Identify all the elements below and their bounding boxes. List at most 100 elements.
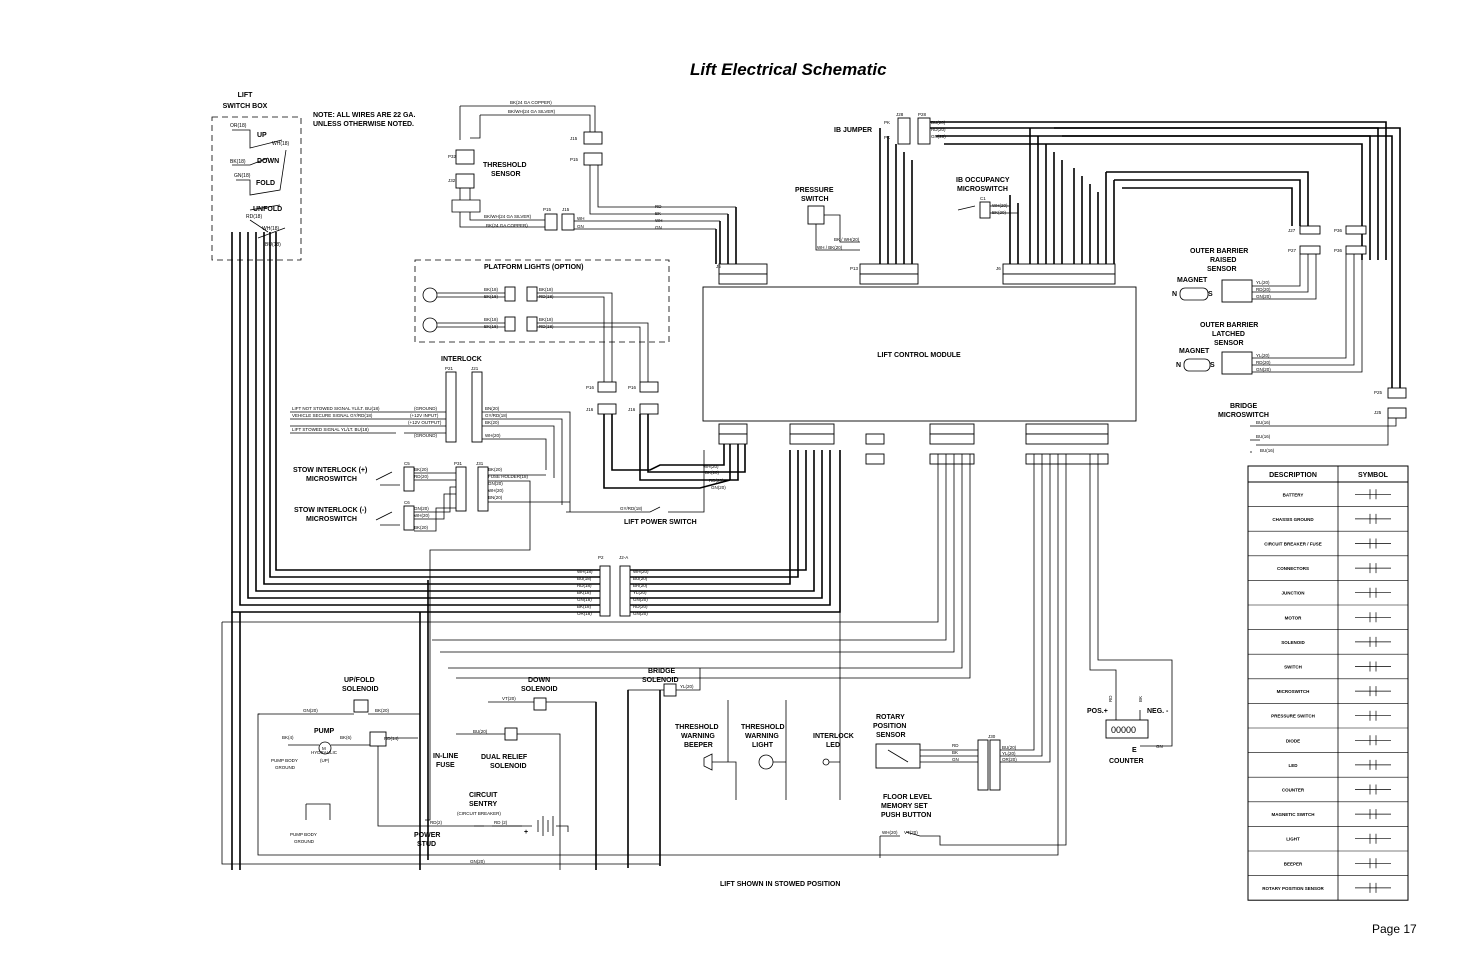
sw-wire-wh: WH(18): [272, 141, 290, 147]
note-line-1: NOTE: ALL WIRES ARE 22 GA.: [313, 112, 415, 119]
svg-text:BK(18): BK(18): [484, 294, 499, 299]
interlock-label: INTERLOCK: [441, 356, 482, 363]
svg-text:OUTER BARRIER: OUTER BARRIER: [1200, 322, 1258, 329]
legend-symbol-icon: [1355, 686, 1391, 697]
sw-fold-label: FOLD: [256, 180, 275, 187]
legend-symbol-icon: [1355, 784, 1391, 795]
svg-text:RD(18): RD(18): [539, 294, 554, 299]
legend-row-label: DIODE: [1286, 738, 1300, 743]
note-line-2: UNLESS OTHERWISE NOTED.: [313, 121, 414, 128]
svg-text:J30: J30: [988, 734, 996, 739]
svg-text:WH: WH: [577, 216, 585, 221]
svg-text:BK: BK: [1138, 696, 1143, 702]
svg-text:J15: J15: [570, 136, 578, 141]
svg-text:WH / BK(20): WH / BK(20): [817, 245, 843, 250]
upfold-solenoid: UP/FOLD SOLENOID GN(20) BK(20): [258, 630, 421, 715]
svg-text:BEEPER: BEEPER: [684, 742, 713, 749]
svg-text:CIRCUIT: CIRCUIT: [469, 792, 498, 799]
svg-text:P28: P28: [918, 112, 927, 117]
svg-text:FUSE HOLDER(18): FUSE HOLDER(18): [488, 474, 529, 479]
legend-symbol-icon: [1355, 563, 1391, 574]
threshold-sensor-label-1: THRESHOLD: [483, 162, 527, 169]
sw-wire-bu: BU(18): [265, 242, 281, 248]
svg-text:STUD: STUD: [417, 841, 436, 848]
legend-symbol-icon: [1355, 882, 1391, 893]
floor-memory-button: FLOOR LEVEL MEMORY SET PUSH BUTTON WH(20…: [879, 454, 1067, 858]
legend-row-label: BEEPER: [1284, 861, 1303, 866]
svg-text:GN(20): GN(20): [633, 611, 648, 616]
circuit-sentry: CIRCUIT SENTRY (CIRCUIT BREAKER) RD(2) R…: [414, 792, 569, 848]
lift-stowed-signal: LIFT STOWED SIGNAL YL/LT. BU(18): [292, 427, 369, 432]
svg-text:OUTER BARRIER: OUTER BARRIER: [1190, 248, 1248, 255]
svg-text:YL(20): YL(20): [633, 590, 647, 595]
svg-text:BK(18): BK(18): [577, 590, 592, 595]
stow-interlock: STOW INTERLOCK (+) MICROSWITCH STOW INTE…: [293, 461, 570, 821]
svg-text:YL(20): YL(20): [1256, 353, 1270, 358]
svg-text:N: N: [1172, 291, 1177, 298]
svg-text:J27: J27: [1288, 228, 1296, 233]
threshold-beeper: THRESHOLD WARNING BEEPER: [675, 700, 737, 800]
rotary-position-sensor: ROTARY POSITION SENSOR RD BK GN J30 BU(2…: [873, 454, 1051, 791]
sw-down-label: DOWN: [257, 158, 279, 165]
svg-text:S: S: [1210, 362, 1215, 369]
svg-text:J28: J28: [896, 112, 904, 117]
svg-text:SOLENOID: SOLENOID: [521, 686, 558, 693]
legend-symbol-icon: [1355, 538, 1391, 549]
svg-text:BK/WH(24 GA SILVER): BK/WH(24 GA SILVER): [508, 109, 556, 114]
legend-row-label: LED: [1289, 763, 1299, 768]
legend-row-label: JUNCTION: [1281, 591, 1304, 596]
svg-text:BK(24 GA COPPER): BK(24 GA COPPER): [486, 223, 528, 228]
svg-text:IB JUMPER: IB JUMPER: [834, 127, 872, 134]
svg-text:J6: J6: [996, 266, 1001, 271]
svg-text:WH(20): WH(20): [414, 513, 430, 518]
svg-text:RD (2): RD (2): [494, 820, 508, 825]
ib-occupancy: IB OCCUPANCY MICROSWITCH C1 WH(20) BK(20…: [956, 177, 1018, 219]
svg-text:MAGNET: MAGNET: [1179, 348, 1210, 355]
svg-text:GY/RD(18): GY/RD(18): [620, 506, 643, 511]
pump: PUMP M BK(4) BK(6) HYDRAULIC (UP) PUMP B…: [271, 728, 532, 844]
svg-text:J21: J21: [471, 366, 479, 371]
legend-row-label: CHASSIS GROUND: [1272, 517, 1314, 522]
svg-text:BU(16): BU(16): [1256, 434, 1271, 439]
svg-text:BN(20): BN(20): [485, 406, 500, 411]
svg-text:ROTARY: ROTARY: [876, 714, 905, 721]
svg-text:BK(20): BK(20): [705, 470, 720, 475]
svg-text:P25: P25: [1374, 390, 1383, 395]
svg-text:GN(20): GN(20): [470, 859, 485, 864]
legend-row-label: MAGNETIC SWITCH: [1272, 812, 1315, 817]
svg-text:GN: GN: [1156, 744, 1163, 749]
svg-text:BK(24 GA COPPER): BK(24 GA COPPER): [510, 100, 552, 105]
svg-text:WH: WH: [655, 218, 663, 223]
svg-text:E: E: [1132, 747, 1137, 754]
legend-row-label: COUNTER: [1282, 788, 1305, 793]
svg-text:STOW INTERLOCK (-): STOW INTERLOCK (-): [294, 507, 367, 514]
svg-text:BK(20): BK(20): [992, 210, 1007, 215]
svg-text:P21: P21: [445, 366, 454, 371]
svg-text:POSITION: POSITION: [873, 723, 906, 730]
svg-text:BK(4): BK(4): [282, 735, 294, 740]
svg-text:BK(20): BK(20): [414, 525, 429, 530]
svg-text:P27: P27: [1288, 248, 1297, 253]
svg-text:P32: P32: [448, 154, 457, 159]
svg-text:RD(20): RD(20): [414, 474, 429, 479]
legend-symbol-icon: [1355, 489, 1391, 500]
legend-symbol-icon: [1355, 636, 1391, 647]
svg-text:RD(2): RD(2): [430, 820, 443, 825]
switch-box: LIFT SWITCH BOX OR(18) UP WH(18) BK(18) …: [211, 92, 302, 261]
svg-text:GY/RD(18): GY/RD(18): [485, 413, 508, 418]
svg-text:P16: P16: [628, 385, 637, 390]
interlock-led: INTERLOCK LED: [813, 612, 854, 800]
svg-text:J16: J16: [586, 407, 594, 412]
svg-text:PK: PK: [884, 135, 890, 140]
switch-box-title-2: SWITCH BOX: [223, 103, 268, 110]
svg-text:GN: GN: [577, 224, 584, 229]
svg-text:VT(20): VT(20): [904, 830, 918, 835]
svg-text:RD(20): RD(20): [1256, 360, 1271, 365]
svg-text:YL(20): YL(20): [1002, 751, 1016, 756]
svg-text:SOLENOID: SOLENOID: [642, 677, 679, 684]
svg-text:P31: P31: [454, 461, 463, 466]
legend-symbol-icon: [1355, 513, 1391, 524]
svg-text:BU(20): BU(20): [931, 120, 946, 125]
